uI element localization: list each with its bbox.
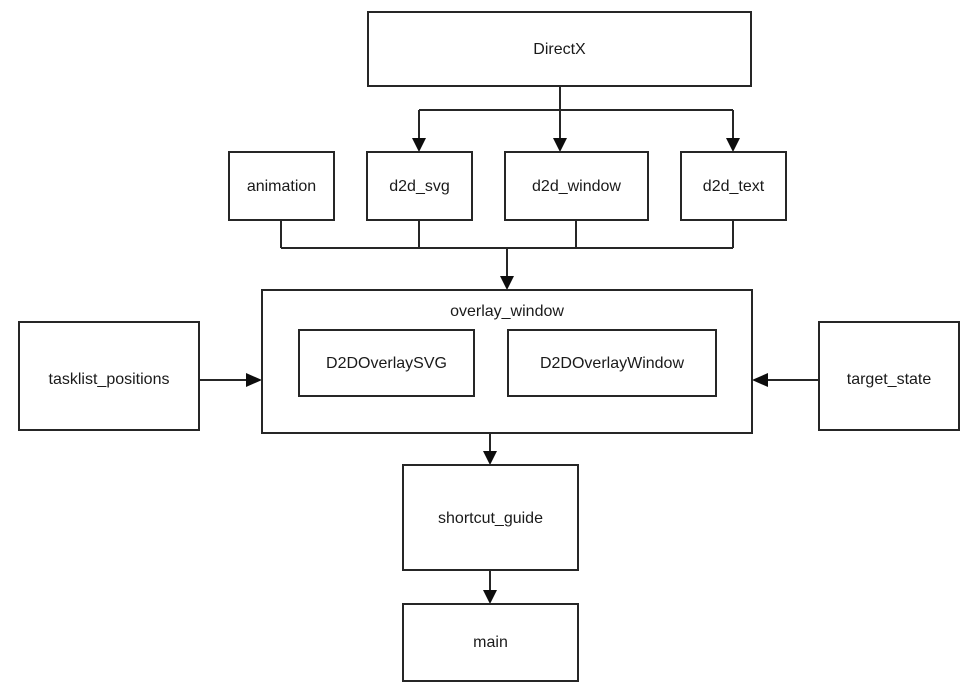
edge-shortcut_guide-to-main-arrowhead xyxy=(483,590,497,604)
node-d2doverlaywindow-box[interactable] xyxy=(507,329,717,397)
edge-overlay-to-shortcut_guide xyxy=(483,433,497,465)
edge-layer xyxy=(199,86,819,604)
node-target-state[interactable]: target_state xyxy=(818,321,960,431)
node-shortcut-guide-box[interactable] xyxy=(402,464,579,571)
node-target-state-label: target_state xyxy=(847,371,932,388)
edge-target_state-to-overlay-arrowhead xyxy=(752,373,768,387)
node-shortcut-guide-label: shortcut_guide xyxy=(438,510,543,527)
node-d2d-text-box[interactable] xyxy=(680,151,787,221)
edge-directx-fanout xyxy=(412,86,740,152)
node-d2d-window[interactable]: d2d_window xyxy=(504,151,649,221)
node-d2doverlaywindow-label: D2DOverlayWindow xyxy=(540,355,684,372)
node-target-state-box[interactable] xyxy=(818,321,960,431)
node-directx-box[interactable] xyxy=(367,11,752,87)
edge-directx-to-d2d_text-arrowhead xyxy=(726,138,740,152)
node-overlay-window-label: overlay_window xyxy=(450,303,564,320)
node-d2d-window-box[interactable] xyxy=(504,151,649,221)
node-d2d-text-label: d2d_text xyxy=(703,178,765,195)
edge-shortcut_guide-to-main xyxy=(483,570,497,604)
edge-row2-to-overlay-arrowhead xyxy=(500,276,514,290)
node-animation-label: animation xyxy=(247,178,316,195)
edge-directx-to-d2d_window-arrowhead xyxy=(553,138,567,152)
node-main[interactable]: main xyxy=(402,603,579,682)
node-tasklist-positions-label: tasklist_positions xyxy=(49,371,170,388)
edge-overlay-to-shortcut_guide-arrowhead xyxy=(483,451,497,465)
node-d2d-text[interactable]: d2d_text xyxy=(680,151,787,221)
node-directx[interactable]: DirectX xyxy=(367,11,752,87)
node-d2d-window-label: d2d_window xyxy=(532,178,621,195)
node-d2d-svg[interactable]: d2d_svg xyxy=(366,151,473,221)
node-d2doverlaysvg[interactable]: D2DOverlaySVG xyxy=(298,329,475,397)
edge-target_state-to-overlay xyxy=(752,373,819,387)
edge-tasklist-to-overlay xyxy=(199,373,262,387)
node-shortcut-guide[interactable]: shortcut_guide xyxy=(402,464,579,571)
node-d2d-svg-box[interactable] xyxy=(366,151,473,221)
node-d2doverlaywindow[interactable]: D2DOverlayWindow xyxy=(507,329,717,397)
node-d2doverlaysvg-label: D2DOverlaySVG xyxy=(326,355,447,372)
node-d2doverlaysvg-box[interactable] xyxy=(298,329,475,397)
node-tasklist-positions[interactable]: tasklist_positions xyxy=(18,321,200,431)
node-main-box[interactable] xyxy=(402,603,579,682)
edge-directx-to-d2d_svg-arrowhead xyxy=(412,138,426,152)
node-directx-label: DirectX xyxy=(533,41,586,58)
node-tasklist-positions-box[interactable] xyxy=(18,321,200,431)
node-d2d-svg-label: d2d_svg xyxy=(389,178,450,195)
edge-row2-merge xyxy=(280,220,734,290)
node-animation[interactable]: animation xyxy=(228,151,335,221)
node-main-label: main xyxy=(473,634,508,651)
node-animation-box[interactable] xyxy=(228,151,335,221)
edge-tasklist-to-overlay-arrowhead xyxy=(246,373,262,387)
